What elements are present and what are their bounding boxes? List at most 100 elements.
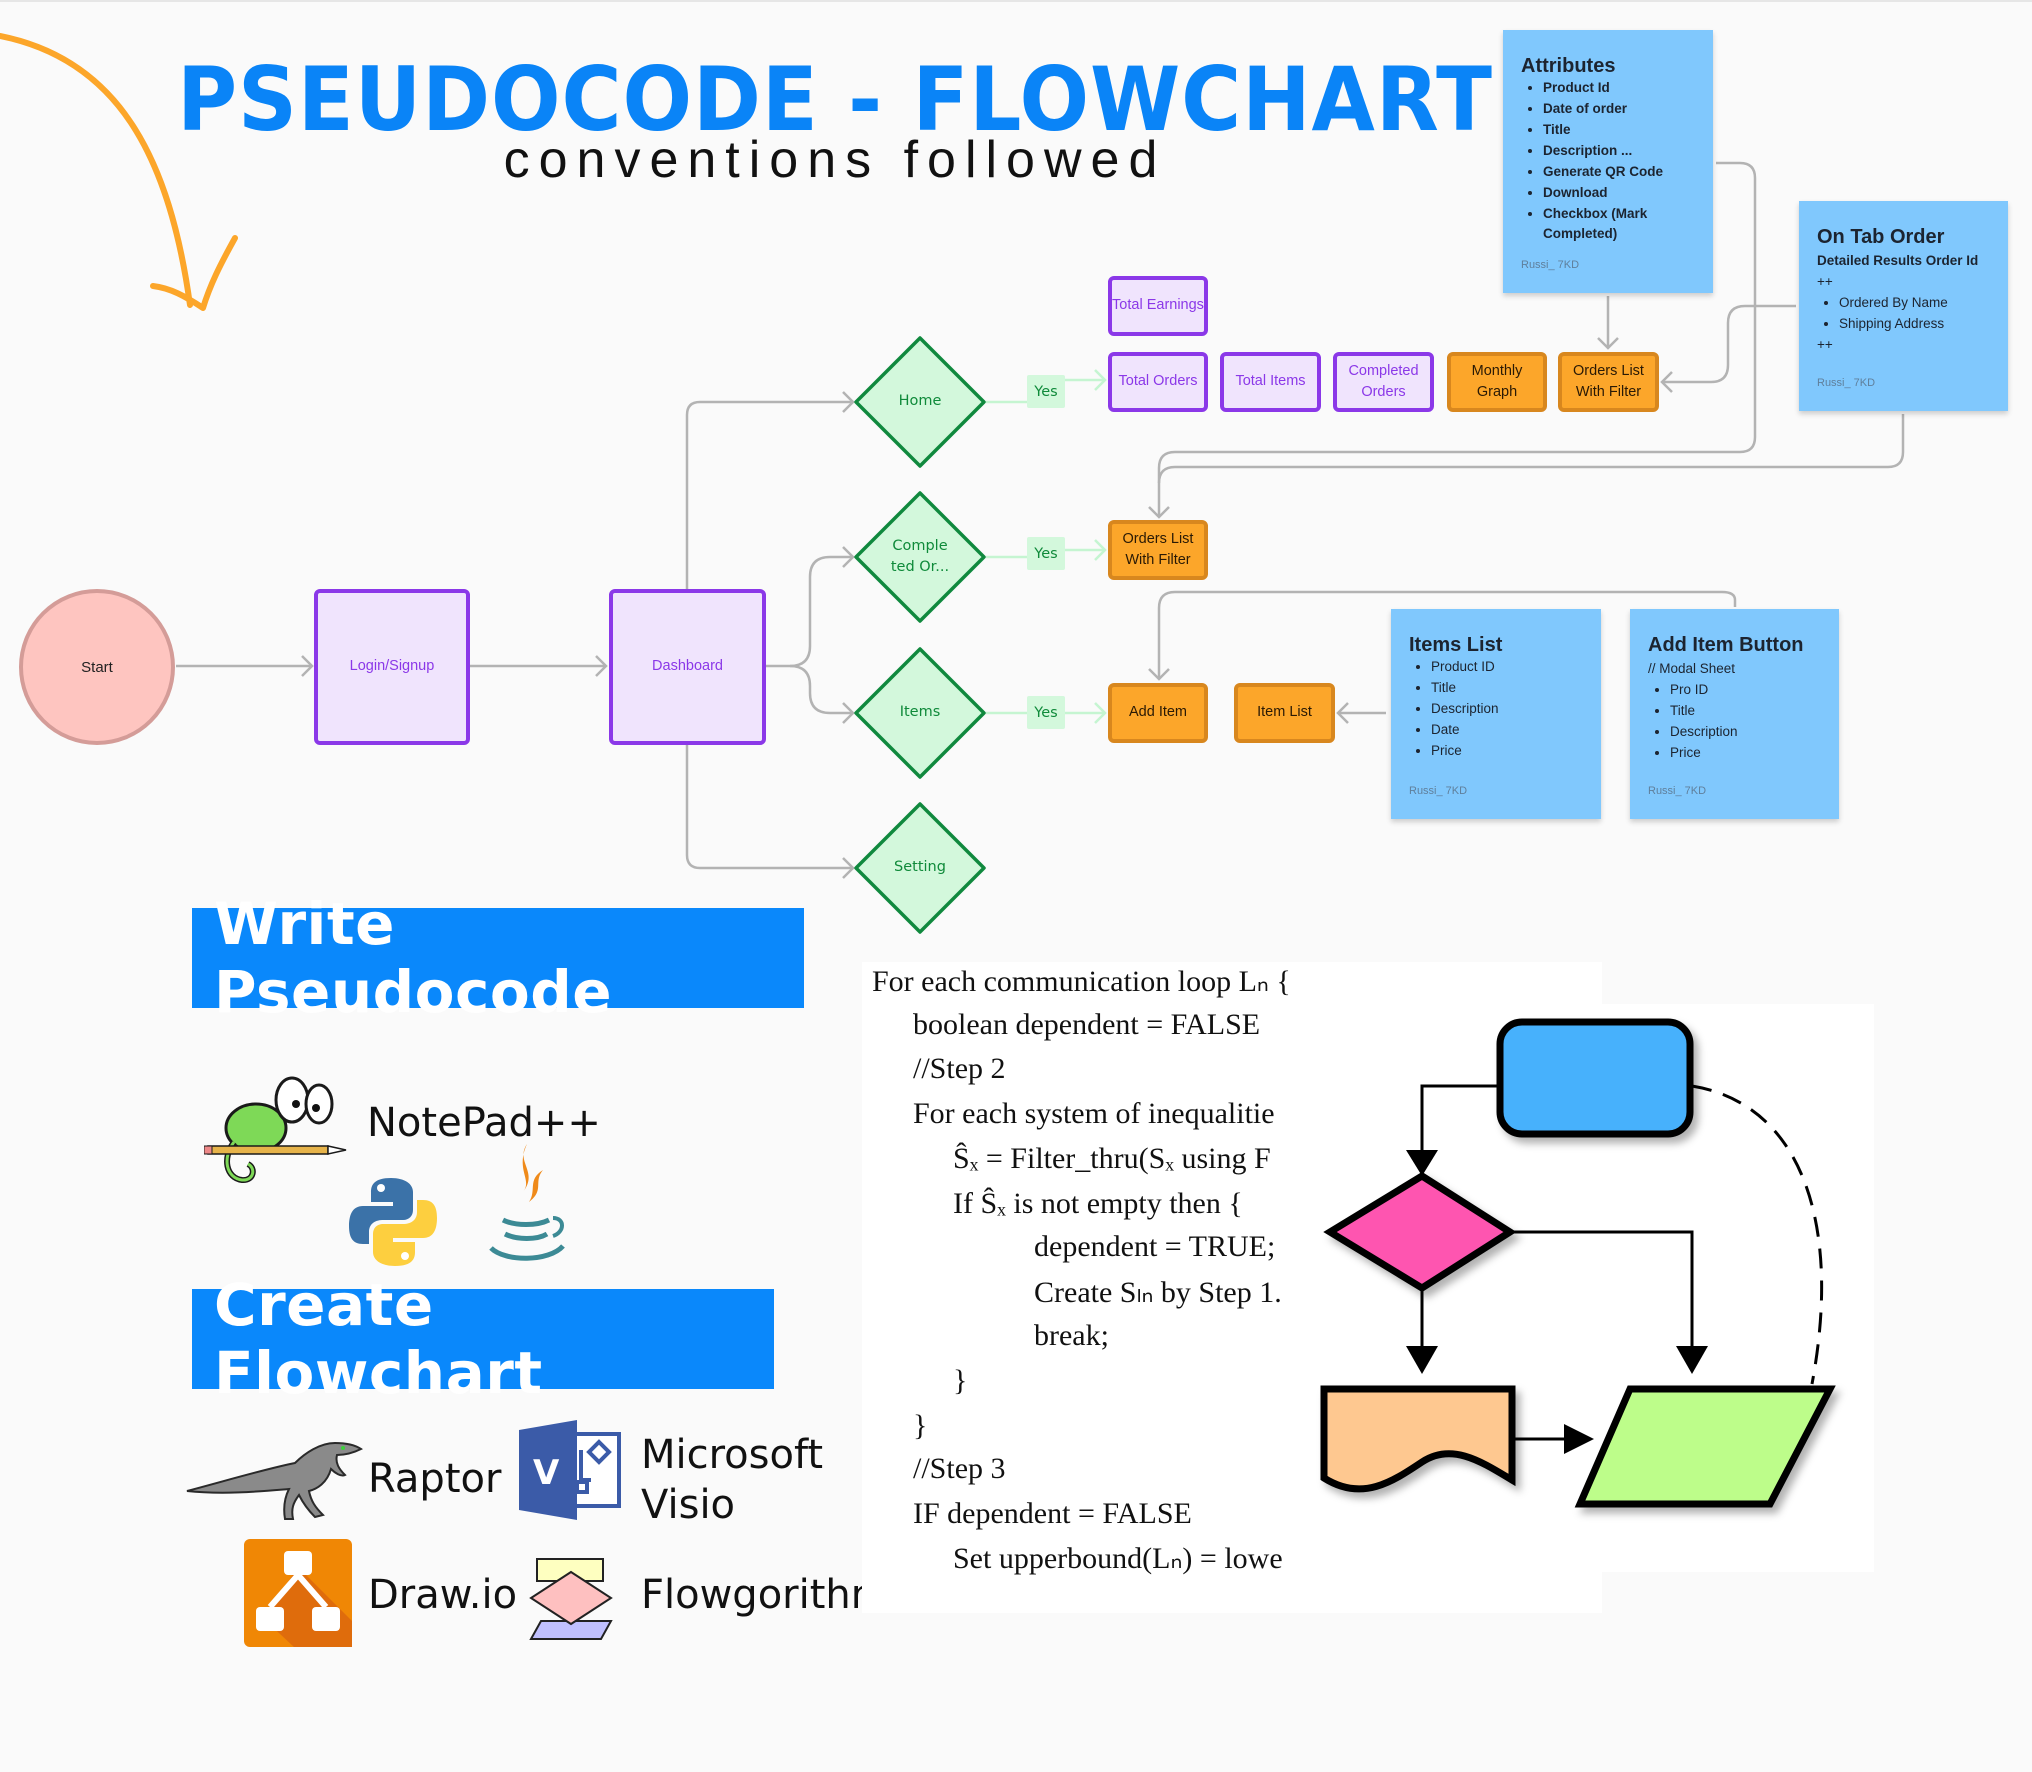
list-item: Generate QR Code — [1543, 162, 1695, 183]
note-author: Russi_ 7KD — [1409, 785, 1468, 797]
microsoft-visio-label: Microsoft Visio — [641, 1430, 823, 1530]
decision-diamonds — [854, 336, 986, 934]
plus-marker: ++ — [1817, 336, 1833, 352]
pseudocode-line: } — [913, 1409, 928, 1442]
yes-connectors — [986, 369, 1107, 724]
orders-list-with-filter-node[interactable]: Orders List With Filter — [1558, 352, 1659, 412]
list-item: Title — [1670, 701, 1821, 722]
pseudocode-line: boolean dependent = FALSE — [913, 1008, 1261, 1041]
note-author: Russi_ 7KD — [1648, 785, 1707, 797]
list-item: Date of order — [1543, 99, 1695, 120]
decision-items[interactable] — [854, 647, 986, 779]
example-flowchart-image — [1302, 1004, 1874, 1572]
note-author: Russi_ 7KD — [1817, 377, 1876, 389]
write-pseudocode-banner: Write Pseudocode — [192, 890, 804, 1026]
flowgorithm-icon — [529, 1558, 613, 1640]
list-item: Description — [1431, 699, 1583, 720]
items-list-note-title: Items List — [1409, 634, 1503, 656]
flowgorithm-label: Flowgorithm — [641, 1572, 890, 1618]
page-title: PSEUDOCODE - FLOWCHART — [177, 48, 1493, 151]
decision-setting-label: Setting — [894, 859, 946, 876]
notepad-plus-plus-icon — [204, 1076, 347, 1183]
decision-home[interactable] — [854, 336, 986, 468]
pseudocode-line: For each communication loop Lₙ { — [872, 965, 1291, 998]
monthly-graph-node[interactable]: Monthly Graph — [1447, 352, 1547, 412]
top-border — [0, 0, 2032, 2]
on-tab-order-list: Ordered By Name Shipping Address — [1817, 293, 1990, 335]
list-item: Product Id — [1543, 78, 1695, 99]
orange-curved-arrow-icon — [0, 33, 193, 308]
list-item: Date — [1431, 720, 1583, 741]
terminator-shape — [1496, 1018, 1694, 1138]
list-item: Title — [1431, 678, 1583, 699]
list-item: Description — [1670, 722, 1821, 743]
total-orders-node[interactable]: Total Orders — [1108, 352, 1208, 412]
list-item: Price — [1670, 743, 1821, 764]
java-icon — [489, 1144, 565, 1261]
items-list-note: Items List Product ID Title Description … — [1391, 609, 1601, 819]
list-item: Title — [1543, 120, 1695, 141]
pseudocode-line: If Ŝₓ is not empty then { — [953, 1187, 1243, 1220]
add-item-button-note: Add Item Button // Modal Sheet Pro ID Ti… — [1630, 609, 1839, 819]
note-connectors — [1148, 161, 1905, 724]
orange-arrowhead-icon — [150, 235, 238, 311]
decision-home-label: Home — [898, 393, 942, 410]
attributes-list: Product Id Date of order Title Descripti… — [1521, 78, 1695, 245]
note-author: Russi_ 7KD — [1521, 259, 1580, 271]
item-list-node[interactable]: Item List — [1234, 683, 1335, 743]
raptor-icon — [186, 1441, 363, 1520]
document-shape — [1320, 1385, 1516, 1493]
pseudocode-line: Ŝₓ = Filter_thru(Sₓ using F — [953, 1142, 1271, 1175]
notepad-plus-plus-label: NotePad++ — [367, 1100, 601, 1146]
decision-setting[interactable] — [854, 802, 986, 934]
page-subtitle: conventions followed — [503, 131, 1167, 189]
main-flow-connectors — [176, 391, 855, 879]
list-item: Price — [1431, 741, 1583, 762]
list-item: Description ... — [1543, 141, 1695, 162]
python-icon — [349, 1178, 437, 1266]
list-item: Download — [1543, 183, 1695, 204]
list-item: Product ID — [1431, 657, 1583, 678]
yes-label-items: Yes — [1027, 696, 1065, 729]
on-tab-order-note: On Tab Order Detailed Results Order Id +… — [1799, 201, 2008, 411]
completed-orders-list-node[interactable]: Orders List With Filter — [1108, 520, 1208, 580]
items-list-list: Product ID Title Description Date Price — [1409, 657, 1583, 762]
login-signup-node[interactable]: Login/Signup — [314, 589, 470, 745]
add-item-button-note-title: Add Item Button — [1648, 634, 1804, 656]
on-tab-order-note-title: On Tab Order — [1817, 226, 1945, 248]
drawio-label: Draw.io — [368, 1572, 518, 1618]
decision-completed-orders-label: Comple ted Or... — [890, 537, 950, 575]
yes-label-completed: Yes — [1027, 537, 1065, 570]
create-flowchart-banner: Create Flowchart — [192, 1271, 774, 1407]
completed-orders-node[interactable]: Completed Orders — [1333, 352, 1434, 412]
list-item: Checkbox (Mark Completed) — [1543, 204, 1695, 246]
data-shape — [1574, 1385, 1836, 1508]
pseudocode-line: //Step 3 — [913, 1452, 1006, 1485]
decision-items-label: Items — [899, 704, 941, 721]
svg-text:V: V — [533, 1453, 560, 1493]
decision-shape — [1323, 1171, 1517, 1293]
yes-label-home: Yes — [1027, 375, 1065, 408]
visio-label-line1: Microsoft — [641, 1432, 824, 1478]
pseudocode-line: Set upperbound(Lₙ) = lowe — [953, 1542, 1283, 1575]
total-earnings-node[interactable]: Total Earnings — [1108, 276, 1208, 336]
add-item-node[interactable]: Add Item — [1108, 683, 1208, 743]
visio-label-line2: Visio — [641, 1482, 736, 1528]
add-item-button-subtitle: // Modal Sheet — [1648, 661, 1736, 676]
start-node[interactable]: Start — [19, 589, 175, 745]
decision-completed-orders[interactable] — [854, 491, 986, 623]
pseudocode-line: dependent = TRUE; — [1034, 1230, 1276, 1263]
plus-marker: ++ — [1817, 273, 1833, 289]
pseudocode-line: } — [953, 1364, 968, 1397]
dashboard-node[interactable]: Dashboard — [609, 589, 766, 745]
total-items-node[interactable]: Total Items — [1220, 352, 1321, 412]
pseudocode-line: //Step 2 — [913, 1052, 1006, 1085]
attributes-note-title: Attributes — [1521, 55, 1616, 77]
attributes-note: Attributes Product Id Date of order Titl… — [1503, 30, 1713, 293]
list-item: Pro ID — [1670, 680, 1821, 701]
pseudocode-line: break; — [1034, 1319, 1109, 1352]
drawio-icon — [244, 1539, 352, 1647]
on-tab-order-subtitle: Detailed Results Order Id — [1817, 253, 1979, 268]
list-item: Ordered By Name — [1839, 293, 1990, 314]
